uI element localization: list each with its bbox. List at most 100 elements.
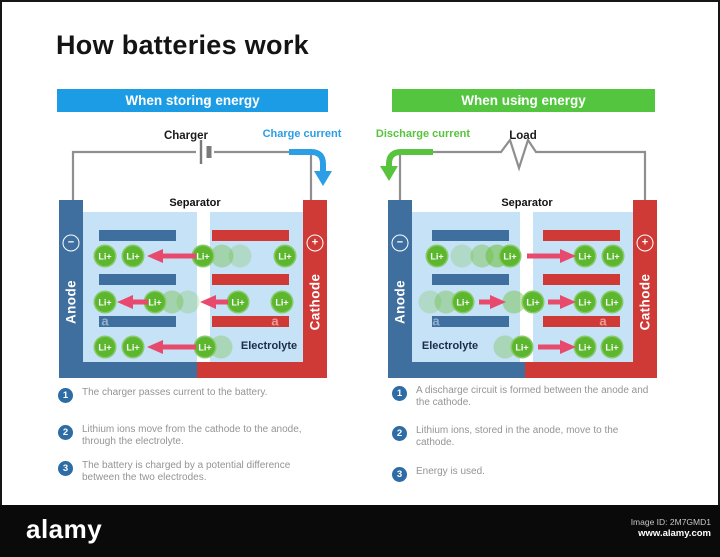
step-number-badge: 1 xyxy=(58,388,73,403)
lithium-ion: Li+ xyxy=(573,290,597,314)
step-number-badge: 3 xyxy=(58,461,73,476)
storing-energy-header: When storing energy xyxy=(57,89,328,112)
lithium-ion: Li+ xyxy=(573,335,597,359)
lithium-ion: Li+ xyxy=(573,244,597,268)
discharge-current-arrow-icon xyxy=(380,149,433,181)
step-number-badge: 2 xyxy=(392,426,407,441)
using-energy-header: When using energy xyxy=(392,89,655,112)
lithium-ion-ghost xyxy=(228,244,252,268)
lithium-ion: Li+ xyxy=(601,244,625,268)
anode-plate xyxy=(99,274,176,285)
cathode-plate xyxy=(543,316,620,327)
step-text: Lithium ions move from the cathode to th… xyxy=(82,424,302,447)
lithium-ion: Li+ xyxy=(121,244,145,268)
alamy-watermark: a xyxy=(432,313,440,329)
lithium-ion: Li+ xyxy=(93,244,117,268)
lithium-ion: Li+ xyxy=(498,244,522,268)
cathode-electrode xyxy=(633,200,657,378)
separator-label: Separator xyxy=(501,197,553,209)
step-number-badge: 3 xyxy=(392,467,407,482)
lithium-ion: Li+ xyxy=(273,244,297,268)
alamy-watermark: a xyxy=(271,313,279,329)
cell-bottom-cathode-side xyxy=(525,362,657,378)
load-label: Load xyxy=(509,130,537,142)
using-step-2: 2 Lithium ions, stored in the anode, mov… xyxy=(392,425,654,448)
cathode-plate xyxy=(212,274,289,285)
charge-current-arrow-icon xyxy=(289,149,332,186)
lithium-ion: Li+ xyxy=(93,290,117,314)
storing-step-1: 1 The charger passes current to the batt… xyxy=(58,387,320,403)
alamy-watermark: a xyxy=(203,92,211,108)
lithium-ion: Li+ xyxy=(521,290,545,314)
using-step-1: 1 A discharge circuit is formed between … xyxy=(392,385,654,408)
discharge-current-label: Discharge current xyxy=(375,128,471,140)
alamy-watermark: a xyxy=(599,313,607,329)
alamy-watermark: a xyxy=(101,313,109,329)
minus-terminal-icon: − xyxy=(391,234,409,252)
cell-bottom-cathode-side xyxy=(197,362,327,378)
cathode-plate xyxy=(212,316,289,327)
cathode-plate xyxy=(212,230,289,241)
anode-plate xyxy=(432,230,509,241)
step-text: The charger passes current to the batter… xyxy=(82,387,268,398)
electrolyte-label: Electrolyte xyxy=(240,340,298,352)
charger-label: Charger xyxy=(163,130,209,142)
lithium-ion-ghost xyxy=(502,290,526,314)
anode-electrode xyxy=(59,200,83,378)
lithium-ion: Li+ xyxy=(143,290,167,314)
storing-step-2: 2 Lithium ions move from the cathode to … xyxy=(58,424,320,447)
electrolyte-label: Electrolyte xyxy=(421,340,479,352)
cell-bottom-anode-side xyxy=(388,362,525,378)
lithium-ion-ghost xyxy=(210,244,234,268)
anode-electrode xyxy=(388,200,412,378)
step-number-badge: 1 xyxy=(392,386,407,401)
lithium-ion-ghost xyxy=(450,244,474,268)
lithium-ion: Li+ xyxy=(600,290,624,314)
storing-step-3: 3 The battery is charged by a potential … xyxy=(58,460,320,483)
lithium-ion-ghost xyxy=(160,290,184,314)
minus-terminal-icon: − xyxy=(62,234,80,252)
charger-circuit-wire xyxy=(71,150,313,200)
image-id-text: Image ID: 2M7GMD1 xyxy=(630,517,711,527)
alamy-watermark: a xyxy=(517,92,525,108)
charge-current-label: Charge current xyxy=(262,128,342,140)
step-text: Lithium ions, stored in the anode, move … xyxy=(416,425,619,448)
page-title: How batteries work xyxy=(56,30,309,60)
plus-terminal-icon: + xyxy=(636,234,654,252)
lithium-ion: Li+ xyxy=(425,244,449,268)
battery-symbol-icon xyxy=(199,140,212,164)
anode-label: Anode xyxy=(63,280,79,324)
step-text: The battery is charged by a potential di… xyxy=(82,460,291,483)
alamy-logo: alamy xyxy=(26,514,103,544)
lithium-ion-ghost xyxy=(418,290,442,314)
using-step-3: 3 Energy is used. xyxy=(392,466,654,482)
alamy-url-text: www.alamy.com xyxy=(638,528,711,539)
alamy-footer-bar: alamy Image ID: 2M7GMD1 www.alamy.com xyxy=(0,505,720,557)
lithium-ion: Li+ xyxy=(600,335,624,359)
lithium-ion: Li+ xyxy=(451,290,475,314)
cathode-plate xyxy=(543,274,620,285)
lithium-ion: Li+ xyxy=(121,335,145,359)
separator-label: Separator xyxy=(169,197,221,209)
step-number-badge: 2 xyxy=(58,425,73,440)
lithium-ion-ghost xyxy=(176,290,200,314)
lithium-ion: Li+ xyxy=(226,290,250,314)
lithium-ion: Li+ xyxy=(193,335,217,359)
load-circuit-wire-resistor-icon xyxy=(398,137,647,200)
cathode-label: Cathode xyxy=(637,273,653,331)
lithium-ion: Li+ xyxy=(93,335,117,359)
cathode-plate xyxy=(543,230,620,241)
anode-plate xyxy=(99,316,176,327)
lithium-ion: Li+ xyxy=(191,244,215,268)
anode-plate xyxy=(99,230,176,241)
cell-bottom-anode-side xyxy=(59,362,197,378)
anode-plate xyxy=(432,316,509,327)
lithium-ion: Li+ xyxy=(510,335,534,359)
anode-plate xyxy=(432,274,509,285)
footer-meta: Image ID: 2M7GMD1 www.alamy.com xyxy=(631,517,711,540)
plus-terminal-icon: + xyxy=(306,234,324,252)
cathode-label: Cathode xyxy=(307,273,323,331)
cathode-electrode xyxy=(303,200,327,378)
step-text: Energy is used. xyxy=(416,466,485,477)
